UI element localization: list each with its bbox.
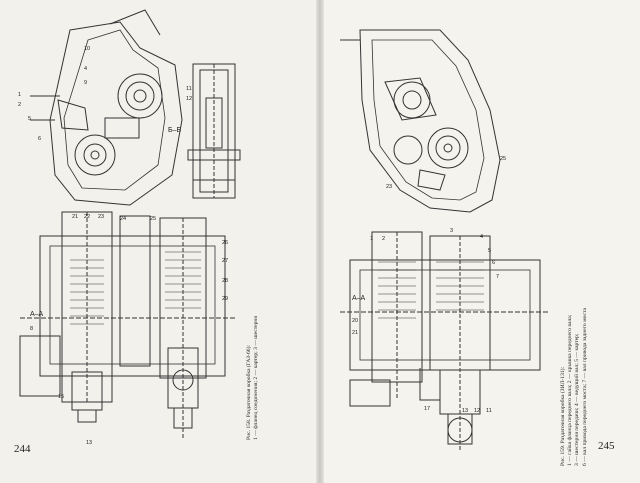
label-15: 15 (58, 394, 64, 400)
label-1: 1 (18, 92, 21, 98)
label-r3: 3 (450, 228, 453, 234)
label-10: 10 (84, 46, 90, 52)
label-27: 27 (222, 258, 228, 264)
label-13: 13 (86, 440, 92, 446)
label-r25: 25 (500, 156, 506, 162)
fig159-top-view (340, 29, 501, 213)
label-r1: 1 (370, 236, 373, 242)
section-mark-aa-right: А–А (352, 295, 366, 302)
label-r11: 11 (486, 408, 492, 414)
label-22: 22 (84, 214, 90, 220)
label-2: 2 (18, 102, 21, 108)
label-r12: 12 (474, 408, 480, 414)
label-b1: 11 (186, 86, 192, 92)
label-6: 6 (38, 136, 41, 142)
label-r4: 4 (480, 234, 483, 240)
page-number-right: 245 (598, 440, 615, 452)
fig159-bottom-section (340, 231, 550, 450)
label-26: 26 (222, 240, 228, 246)
label-r5: 5 (488, 248, 491, 254)
section-mark-aa-left: А–А (30, 311, 44, 318)
label-24: 24 (120, 216, 126, 222)
label-5: 5 (28, 116, 31, 122)
label-r2: 2 (382, 236, 385, 242)
book-gutter (316, 0, 324, 483)
fig158-top-view (30, 9, 183, 206)
label-21: 21 (72, 214, 78, 220)
caption-line: 1 — фланец соединения; 2 — картер; 3 — ш… (253, 316, 260, 440)
fig158-bottom-section (19, 211, 235, 440)
label-b2: 12 (186, 96, 192, 102)
part-number-labels: 1 2 10 4 9 5 6 11 12 21 22 23 24 25 26 2… (18, 46, 506, 446)
label-25: 25 (150, 216, 156, 222)
label-23: 23 (98, 214, 104, 220)
figure-caption-158: Рис. 158. Раздаточная коробка (ГАЗ-66): … (246, 240, 260, 440)
label-r23: 23 (386, 184, 392, 190)
label-r7: 7 (496, 274, 499, 280)
label-r6: 6 (492, 260, 495, 266)
caption-line: 3 — шестерня передачи; 4 — ведущий вал; … (574, 333, 581, 466)
label-r20: 20 (352, 318, 358, 324)
label-r17: 17 (424, 406, 430, 412)
fig158-side-section (187, 63, 241, 199)
label-29: 29 (222, 296, 228, 302)
page-number-left: 244 (14, 443, 31, 455)
figure-caption-159: Рис. 159. Раздаточная коробка (ЗИЛ-131):… (560, 206, 589, 466)
label-r13: 13 (462, 408, 468, 414)
label-9: 9 (84, 80, 87, 86)
label-4: 4 (84, 66, 87, 72)
label-8: 8 (30, 326, 33, 332)
caption-line: 6 — вал привода переднего моста; 7 — вал… (581, 307, 588, 466)
label-28: 28 (222, 278, 228, 284)
section-mark-bb-left: Б–Б (168, 127, 181, 134)
label-r21: 21 (352, 330, 358, 336)
